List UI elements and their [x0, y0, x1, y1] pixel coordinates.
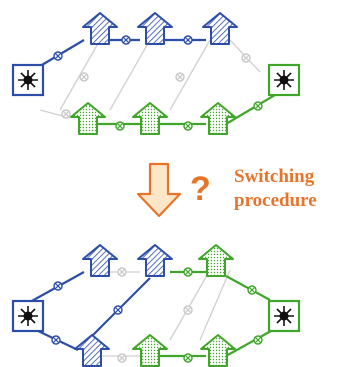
load-node-blue [202, 12, 238, 45]
switch-icon [117, 267, 127, 277]
switch-icon [79, 72, 89, 82]
switch-icon [183, 353, 193, 363]
load-node-blue [137, 244, 173, 277]
top-network [13, 12, 299, 135]
switch-icon [51, 335, 61, 345]
load-node-green [132, 334, 168, 367]
switch-icon [115, 121, 125, 131]
switch-icon [117, 353, 127, 363]
question-mark: ? [190, 170, 211, 208]
switch-icon [183, 121, 193, 131]
load-node-green [132, 102, 168, 135]
switch-icon [61, 109, 71, 119]
switch-icon [121, 35, 131, 45]
bottom-network [13, 244, 299, 367]
switch-icon [53, 51, 63, 61]
generator-icon [13, 65, 43, 95]
switch-icon [241, 53, 251, 63]
switch-icon [113, 305, 123, 315]
generator-icon [13, 301, 43, 331]
switch-icon [253, 101, 263, 111]
generator-icon [269, 65, 299, 95]
load-node-green [200, 334, 236, 367]
load-node-blue [74, 334, 110, 367]
generator-icon [269, 301, 299, 331]
switch-icon [53, 281, 63, 291]
green-feeder-lines [80, 91, 281, 126]
caption-line-2: procedure [234, 190, 317, 211]
caption-line-1: Switching [234, 166, 315, 187]
down-arrow-icon [136, 162, 182, 218]
switch-icon [247, 285, 257, 295]
load-node-green [200, 102, 236, 135]
switch-icon [253, 335, 263, 345]
switch-icon [175, 72, 185, 82]
load-node-green [70, 102, 106, 135]
switch-icon [183, 267, 193, 277]
switch-icon [183, 305, 193, 315]
switch-icon [183, 35, 193, 45]
